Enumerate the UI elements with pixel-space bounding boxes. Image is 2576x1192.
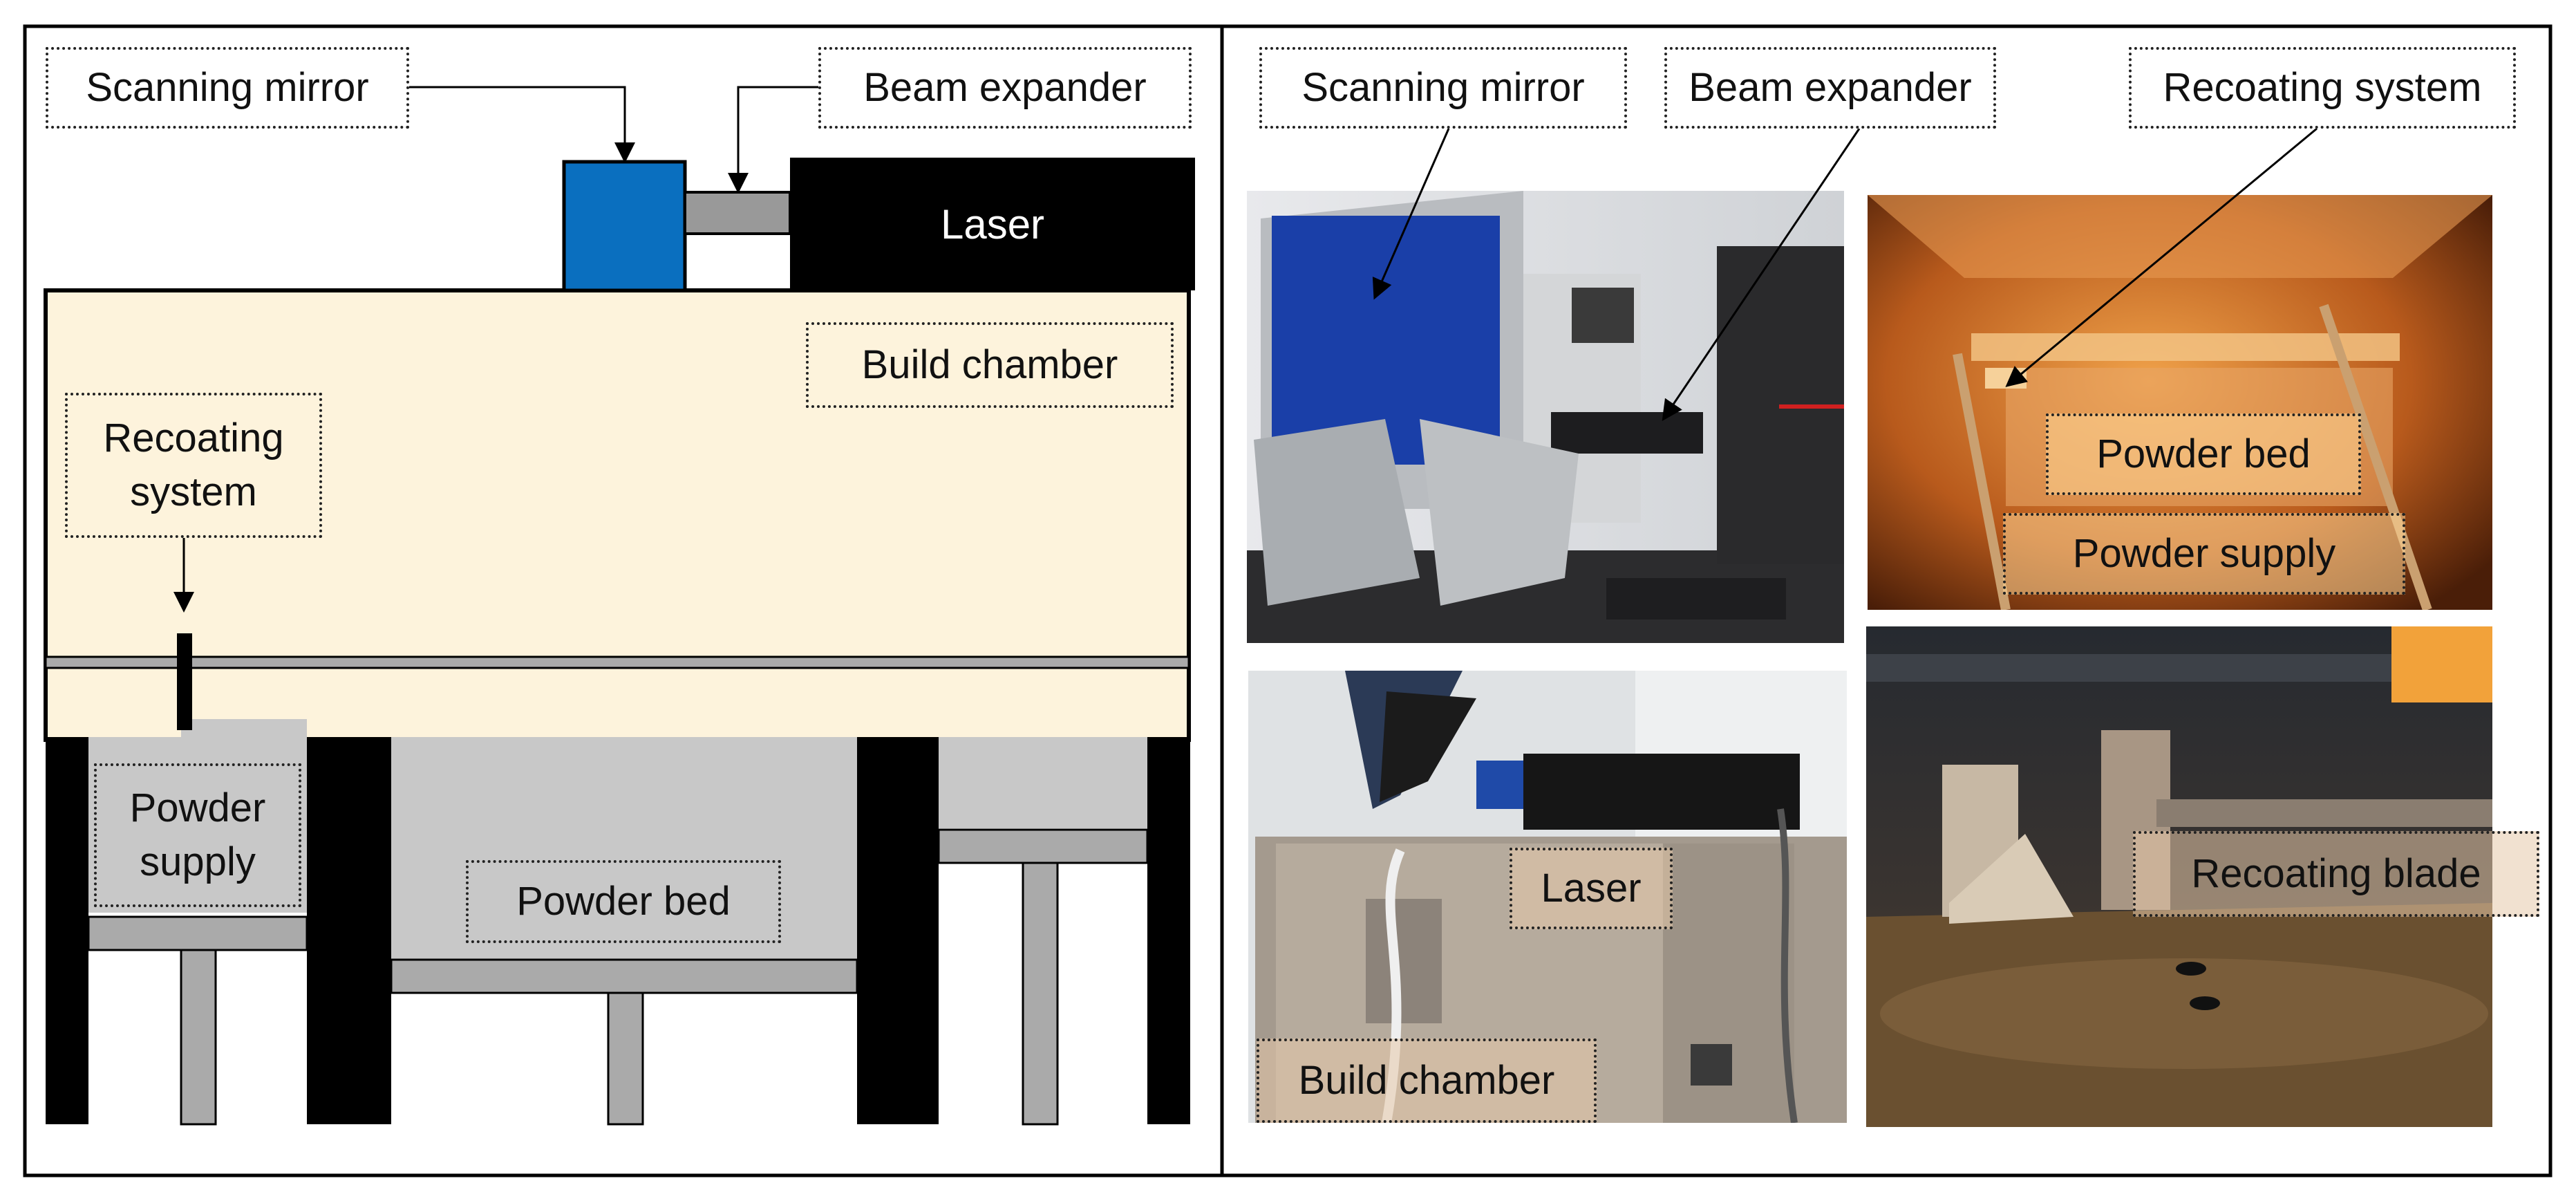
arrow-scanning-mirror	[409, 86, 635, 163]
photo-beam-expander-label: Beam expander	[1664, 47, 1996, 129]
leader-recoating-system	[2005, 127, 2318, 387]
laser-label: Laser	[940, 201, 1045, 248]
photo-scanning-mirror	[1247, 191, 1844, 643]
leader-beam-expander	[1662, 128, 1861, 421]
overflow-gray	[939, 737, 1147, 828]
photo-scanning-mirror-label: Scanning mirror	[1259, 47, 1627, 129]
left-inner-leg	[307, 737, 391, 1124]
right-outer-leg	[1147, 737, 1190, 1124]
left-outer-leg	[46, 737, 88, 1124]
leader-scanning-mirror	[1372, 128, 1450, 300]
build-chamber-label: Build chamber	[806, 322, 1174, 408]
powder-supply-label: Powder supply	[94, 763, 301, 907]
photo-powder-bed-label: Powder bed	[2046, 413, 2361, 495]
beam-expander-label: Beam expander	[818, 47, 1192, 129]
bed-piston	[607, 991, 644, 1126]
supply-platform	[87, 915, 308, 951]
photo-powder-supply-label: Powder supply	[2003, 513, 2405, 595]
scanning-mirror-label: Scanning mirror	[46, 47, 409, 129]
right-inner-leg	[857, 737, 939, 1124]
right-panel-border	[1220, 24, 2553, 1177]
recoater-blade	[177, 633, 192, 730]
build-plate-strip	[44, 655, 1190, 669]
supply-gray	[88, 719, 307, 913]
overflow-piston	[1022, 862, 1059, 1126]
laser-block	[790, 158, 1195, 290]
photo-build-chamber-label: Build chamber	[1257, 1039, 1597, 1123]
photo-recoating-system-label: Recoating system	[2129, 47, 2516, 129]
photo-recoating-blade-label: Recoating blade	[2133, 831, 2539, 917]
powder-bed-label: Powder bed	[466, 860, 781, 943]
bed-platform	[390, 958, 858, 994]
recoating-system-label: Recoating system	[65, 393, 322, 538]
supply-piston	[180, 949, 217, 1126]
overflow-platform	[937, 828, 1149, 864]
arrow-beam-expander	[728, 86, 818, 194]
photo-laser-label: Laser	[1510, 848, 1673, 929]
